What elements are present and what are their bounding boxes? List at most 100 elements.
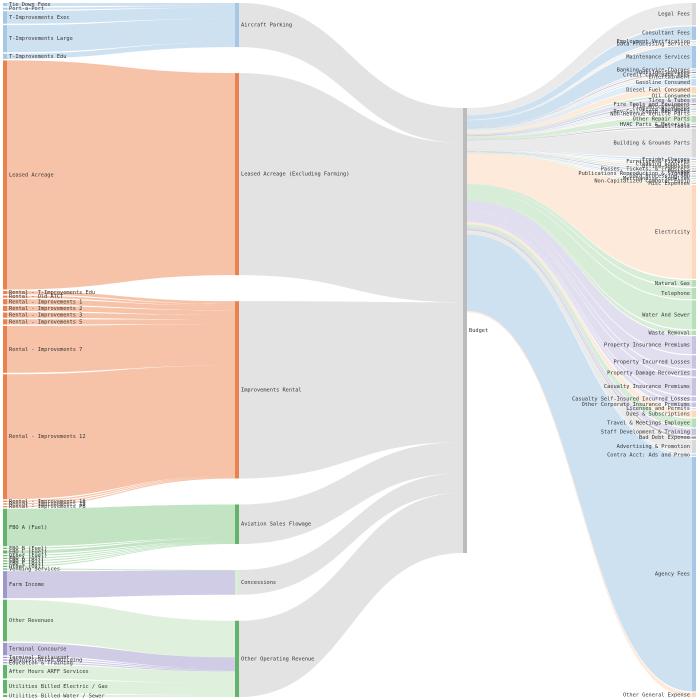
label-vending-services: Vending Services xyxy=(9,567,60,573)
node-electricity xyxy=(692,185,696,279)
flow-rental-improvements-2-to-improvements-rental xyxy=(7,305,235,315)
flow-budget-to-property-incurred-losses xyxy=(467,206,692,369)
node-non-capitalized-computer-equip xyxy=(692,180,696,182)
flow-rental-improvements-19-to-improvements-rental xyxy=(7,476,235,505)
flow-budget-to-office-supplies xyxy=(467,150,692,168)
node-staff-development-training xyxy=(692,428,696,436)
label-freight-charges: Freight Charges xyxy=(642,157,690,163)
label-fbo-c-oil: FBO C (Oil) xyxy=(9,561,44,567)
flow-budget-to-tires-tubes xyxy=(467,98,692,136)
node-publications-reproduction-signage xyxy=(692,173,696,175)
label-utilities-billed-water-sewer: Utilities Billed Water / Sewer xyxy=(9,693,105,699)
node-rental-improvements-5 xyxy=(3,319,7,325)
node-t-improvements-edu xyxy=(3,53,7,59)
node-data-processing-sup xyxy=(692,175,696,177)
node-other-revenues xyxy=(3,599,7,642)
node-other-general-expense xyxy=(692,692,696,697)
flow-budget-to-banking-service-charges xyxy=(467,69,692,128)
flow-budget-to-casualty-insurance-premiums xyxy=(467,213,692,396)
flow-budget-to-oil-consumed xyxy=(467,94,692,135)
label-rental-t-improvements-edu: Rental - T-Improvements Edu xyxy=(9,290,95,296)
label-aviation-sales-flowage: Aviation Sales Flowage xyxy=(241,522,311,528)
node-t-improvements-large xyxy=(3,25,7,53)
node-employment-verification xyxy=(692,41,696,43)
node-travel-meetings-employee xyxy=(692,418,696,428)
flow-rental-t-improvements-edu-to-improvements-rental xyxy=(7,290,235,304)
node-rental-improvements-18 xyxy=(3,500,7,502)
flow-budget-to-data-processing-service xyxy=(467,43,692,121)
flow-terminal-concourse-to-other-operating-revenue xyxy=(7,642,235,669)
label-rental-improvements-18: Rental - Improvements 18 xyxy=(9,499,86,505)
node-small-tools xyxy=(692,126,696,128)
flow-t-improvements-exec-to-aircraft-parking xyxy=(7,7,235,24)
flow-budget-to-outside-services xyxy=(467,71,692,129)
node-advertising-promotion xyxy=(692,439,696,454)
label-other-oil: Other (Oil) xyxy=(9,564,44,570)
label-data-processing-sup: Data Processing Sup xyxy=(629,174,690,180)
label-rental-improvements-7: Rental - Improvements 7 xyxy=(9,347,82,353)
node-terminal-concourse xyxy=(3,642,7,656)
node-other-fuel xyxy=(3,555,7,557)
label-rental-improvements-12: Rental - Improvements 12 xyxy=(9,434,86,440)
flow-leased-acreage-excluding-farming-to-budget xyxy=(239,73,463,303)
label-other-fuel: Other (Fuel) xyxy=(9,553,47,559)
label-rev-coll-equip-rep-parts: Rev Coll Equip Rep Parts xyxy=(613,109,690,115)
label-fire-tools-and-equipment: Fire Tools and Equipment xyxy=(613,102,690,108)
label-credit-card-bank-fees: Credit Card Bank Fees xyxy=(623,72,690,78)
node-banking-service-charges xyxy=(692,69,696,71)
flow-budget-to-travel-meetings-employee xyxy=(467,224,692,428)
label-rental-old-atct: Rental - Old ATCT xyxy=(9,294,64,300)
label-other-repair-parts: Other Repair Parts xyxy=(633,117,690,123)
flow-budget-to-non-revenue-vehicle-parts xyxy=(467,113,692,138)
flow-aircraft-parking-to-budget xyxy=(239,3,463,143)
node-other-corporate-insurance-premiums xyxy=(692,402,696,407)
node-contra-acct-ads-and-promo xyxy=(692,454,696,456)
node-casualty-self-insured-incurred-losses xyxy=(692,396,696,402)
flow-fbo-b-oil-to-aviation-sales-flowage xyxy=(7,542,235,562)
flow-t-improvements-large-to-aircraft-parking xyxy=(7,18,235,53)
label-dues-subscriptions: Dues & Subscriptions xyxy=(626,411,690,417)
label-diesel-fuel-consumed: Diesel Fuel Consumed xyxy=(626,88,690,94)
label-data-processing-service: Data Processing Service xyxy=(617,42,690,48)
label-fbo-a-oil: FBO A (Oil) xyxy=(9,556,44,562)
flow-budget-to-consultant-fees xyxy=(467,26,692,120)
flow-budget-to-property-insurance-premiums xyxy=(467,200,692,355)
flow-education-training-to-other-operating-revenue xyxy=(7,662,235,672)
label-rental-improvements-5: Rental - Improvements 5 xyxy=(9,319,82,325)
label-improvements-rental: Improvements Rental xyxy=(241,387,302,393)
label-t-improvements-edu: T-Improvements Edu xyxy=(9,54,66,60)
label-electricity: Electricity xyxy=(655,229,690,235)
node-merchandise-supplies xyxy=(692,177,696,180)
label-rental-improvements-19: Rental - Improvements 19 xyxy=(9,501,86,507)
flow-budget-to-merchandise-supplies xyxy=(467,152,692,180)
flow-budget-to-other-corporate-insurance-premiums xyxy=(467,220,692,407)
node-leased-acreage-excluding-farming xyxy=(235,73,239,276)
node-waste-removal xyxy=(692,330,696,336)
flow-rental-old-atct-to-improvements-rental xyxy=(7,295,235,306)
label-leased-acreage: Leased Acreage xyxy=(9,172,54,178)
label-hvac-parts-materials: HVAC Parts & Materials xyxy=(620,122,690,128)
label-entertainment: Entertainment xyxy=(649,75,690,81)
node-property-incurred-losses xyxy=(692,355,696,369)
node-natural-gas xyxy=(692,280,696,287)
label-tires-tubes: Tires & Tubes xyxy=(649,98,690,104)
flow-t-improvements-edu-to-aircraft-parking xyxy=(7,42,235,59)
flow-budget-to-furniture-fixtures xyxy=(467,150,692,163)
flow-budget-to-water-and-sewer xyxy=(467,189,692,330)
label-legal-fees: Legal Fees xyxy=(658,12,690,18)
node-utilities-billed-electric-gas xyxy=(3,679,7,694)
flow-budget-to-maintenance-services xyxy=(467,45,692,128)
label-agency-fees: Agency Fees xyxy=(655,572,690,578)
label-fbo-a-fuel: FBO A (Fuel) xyxy=(9,525,47,531)
node-fire-miscellaneous xyxy=(692,106,696,108)
node-dues-subscriptions xyxy=(692,410,696,418)
label-other-general-expense: Other General Expense xyxy=(623,692,690,698)
node-rental-improvements-1 xyxy=(3,299,7,305)
node-improvements-rental xyxy=(235,301,239,479)
flow-rental-improvements-pb-to-improvements-rental xyxy=(7,477,235,508)
node-fbo-b-fuel xyxy=(3,547,7,549)
label-building-grounds-parts: Building & Grounds Parts xyxy=(613,141,690,147)
flow-after-hours-arff-services-to-other-operating-revenue xyxy=(7,664,235,684)
label-aircraft-parking: Aircraft Parking xyxy=(241,23,292,29)
node-freight-charges xyxy=(692,158,696,160)
